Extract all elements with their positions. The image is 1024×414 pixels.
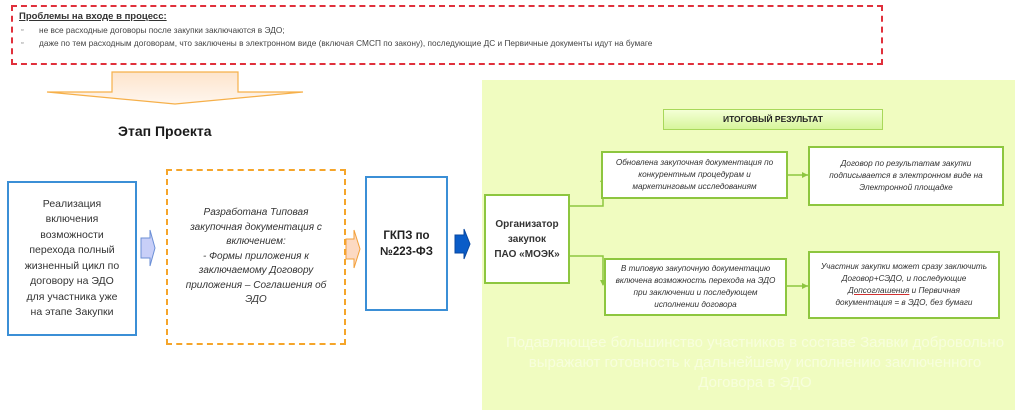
participant-box: Участник закупки может сразу заключить Д… — [808, 251, 1000, 319]
problems-title: Проблемы на входе в процесс: — [19, 11, 167, 22]
template-docs-box: Разработана Типовая закупочная документа… — [166, 169, 346, 345]
participant-text-post: и Первичная документация = в ЭДО, без бу… — [835, 286, 973, 307]
faint-note: Подавляющее большинство участников в сос… — [505, 334, 1005, 391]
organizer-text: Организатор закупок ПАО «МОЭК» — [494, 218, 560, 260]
problem-item: ▫ не все расходные договоры после закупки… — [19, 24, 875, 37]
bullet-icon: ▫ — [21, 40, 24, 47]
contract-signed-text: Договор по результатам закупки подписыва… — [829, 159, 983, 192]
result-title: ИТОГОВЫЙ РЕЗУЛЬТАТ — [663, 109, 883, 130]
participant-text-underlined: Допсоглашения — [847, 286, 910, 295]
problems-box: Проблемы на входе в процесс: ▫ не все рас… — [11, 5, 883, 65]
realization-text: Реализация включения возможности переход… — [24, 197, 120, 319]
problems-list: ▫ не все расходные договоры после закупки… — [19, 24, 875, 50]
typical-docs-box: В типовую закупочную документацию включе… — [604, 258, 787, 316]
participant-text-pre: Участник закупки может сразу заключить Д… — [820, 262, 988, 283]
bullet-icon: ▫ — [21, 27, 24, 34]
down-arrow-icon — [46, 71, 304, 105]
right-arrow-icon — [140, 229, 156, 267]
problem-text: даже по тем расходным договорам, что зак… — [39, 38, 653, 48]
gkpz-box: ГКПЗ по №223-ФЗ — [365, 176, 448, 311]
contract-signed-box: Договор по результатам закупки подписыва… — [808, 146, 1004, 206]
updated-docs-box: Обновлена закупочная документация по кон… — [601, 151, 788, 199]
gkpz-text: ГКПЗ по №223-ФЗ — [380, 229, 433, 258]
problem-text: не все расходные договоры после закупки … — [39, 25, 285, 35]
organizer-box: Организатор закупок ПАО «МОЭК» — [484, 194, 570, 284]
result-panel — [482, 80, 1015, 410]
typical-docs-text: В типовую закупочную документацию включе… — [615, 264, 776, 309]
participant-text: Участник закупки может сразу заключить Д… — [820, 261, 988, 309]
problem-item: ▫ даже по тем расходным договорам, что за… — [19, 37, 875, 50]
realization-box: Реализация включения возможности переход… — [7, 181, 137, 336]
stage-title: Этап Проекта — [118, 123, 212, 139]
right-arrow-icon — [454, 228, 471, 260]
right-arrow-icon — [345, 229, 361, 269]
updated-docs-text: Обновлена закупочная документация по кон… — [615, 158, 774, 191]
template-docs-text: Разработана Типовая закупочная документа… — [185, 207, 327, 306]
